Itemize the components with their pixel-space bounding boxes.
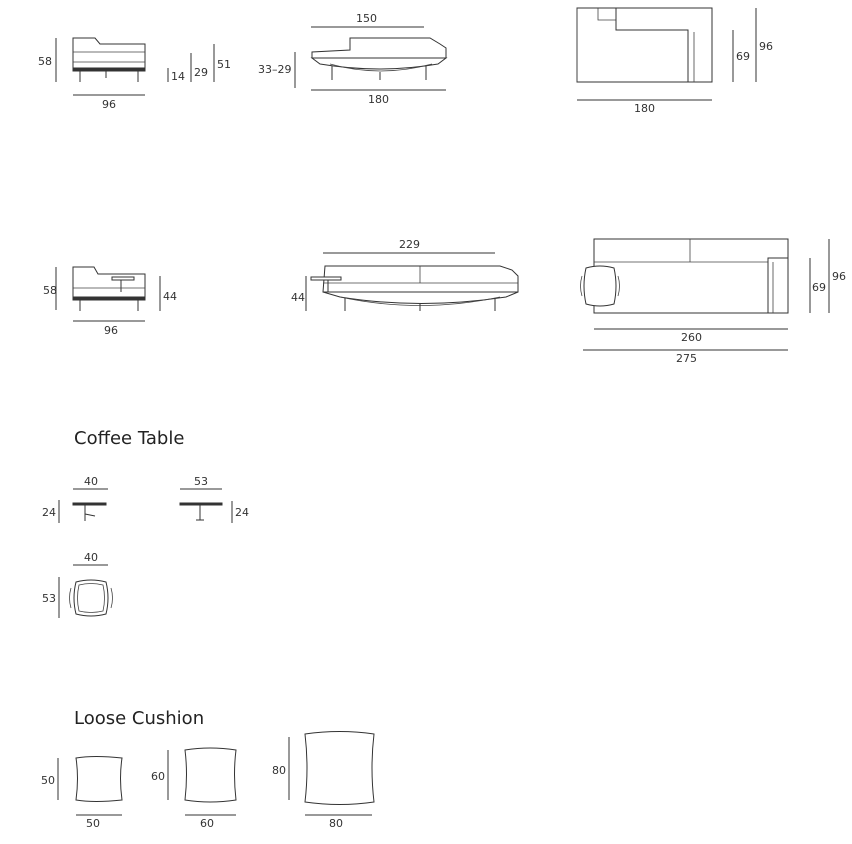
dim-r2-front-top: 229	[399, 238, 420, 251]
dim-r2-plan-275: 275	[676, 352, 697, 365]
section-heading-loose-cushion: Loose Cushion	[74, 708, 204, 729]
dim-r2-side-44: 44	[163, 290, 177, 303]
dim-r1-front-height: 33–29	[258, 63, 292, 76]
dim-ct-top-height: 53	[42, 592, 56, 605]
row1-plan-view: 180 69 96	[576, 7, 773, 115]
dim-r1-h51: 51	[217, 58, 231, 71]
dim-c2-width: 60	[200, 817, 214, 830]
row1-side-view: 58 96	[38, 37, 146, 111]
cushion-80: 80 80	[272, 731, 375, 830]
dim-r1-plan-69: 69	[736, 50, 750, 63]
dim-ct-front-width: 53	[194, 475, 208, 488]
coffee-table-front-view: 53 24	[179, 475, 249, 523]
row2-plan-view: 260 275 69 96	[580, 238, 846, 365]
dim-c3-width: 80	[329, 817, 343, 830]
dim-c1-width: 50	[86, 817, 100, 830]
coffee-table-side-view: 40 24	[42, 475, 108, 523]
row1-height-ticks: 14 29 51	[167, 44, 231, 83]
dim-r2-front-height: 44	[291, 291, 305, 304]
dim-r2-side-width: 96	[104, 324, 118, 337]
row2-side-view: 58 44 96	[43, 266, 177, 337]
dim-r1-front-width: 180	[368, 93, 389, 106]
dim-r1-h29: 29	[194, 66, 208, 79]
dim-c1-height: 50	[41, 774, 55, 787]
dim-r1-front-top: 150	[356, 12, 377, 25]
dim-r1-plan-width: 180	[634, 102, 655, 115]
dim-ct-side-height: 24	[42, 506, 56, 519]
row1-front-view: 150 33–29 180	[258, 12, 448, 106]
dim-r2-plan-260: 260	[681, 331, 702, 344]
dim-r1-side-height: 58	[38, 55, 52, 68]
row2-front-view: 229 44	[291, 238, 519, 311]
cushion-50: 50 50	[41, 756, 123, 830]
dim-c3-height: 80	[272, 764, 286, 777]
dim-r1-plan-96: 96	[759, 40, 773, 53]
dim-ct-top-width: 40	[84, 551, 98, 564]
dim-r2-side-height: 58	[43, 284, 57, 297]
dim-r2-plan-96: 96	[832, 270, 846, 283]
dim-ct-side-width: 40	[84, 475, 98, 488]
dim-r2-plan-69: 69	[812, 281, 826, 294]
coffee-table-top-view: 40 53	[42, 551, 113, 618]
dim-r1-side-width: 96	[102, 98, 116, 111]
dim-c2-height: 60	[151, 770, 165, 783]
cushion-60: 60 60	[151, 747, 237, 830]
dim-ct-front-height: 24	[235, 506, 249, 519]
dim-r1-h14: 14	[171, 70, 185, 83]
section-heading-coffee-table: Coffee Table	[74, 428, 184, 449]
